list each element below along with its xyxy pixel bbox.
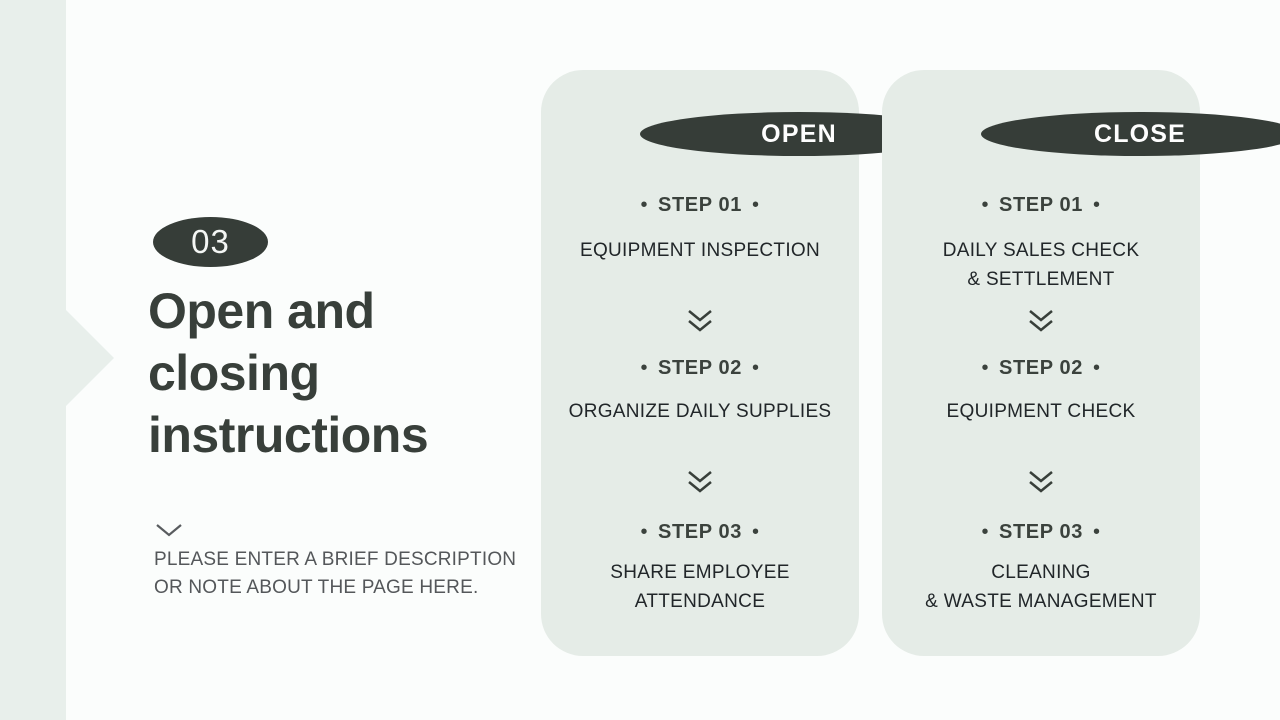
close-step-3-label: • STEP 03 • [882,519,1200,545]
bullet-dot: • [1092,194,1101,216]
step-text-line: CLEANING [991,562,1091,583]
step-text-line: DAILY SALES CHECK [942,240,1140,261]
close-step-2-text: EQUIPMENT CHECK [882,397,1200,426]
double-chevron-down-icon [882,308,1200,334]
bullet-dot: • [640,357,649,379]
step-label-text: STEP 02 [999,357,1083,379]
close-step-1-label: • STEP 01 • [882,192,1200,218]
close-step-2-label: • STEP 02 • [882,355,1200,381]
close-card: CLOSE • STEP 01 • DAILY SALES CHECK & SETT… [882,70,1280,656]
page-title-line: instructions [148,407,429,463]
step-label-text: STEP 01 [999,194,1083,216]
close-step-3-text: CLEANING & WASTE MANAGEMENT [882,558,1200,616]
step-text-line: EQUIPMENT CHECK [946,401,1136,422]
page-title: Open and closing instructions [148,280,429,466]
chevron-down-icon [153,521,185,544]
page-title-line: Open and [148,283,375,339]
close-card-header-label: CLOSE [1093,119,1187,148]
bullet-dot: • [1092,521,1101,543]
bullet-dot: • [751,194,760,216]
step-label-text: STEP 03 [999,521,1083,543]
open-step-2-label: • STEP 02 • [541,355,859,381]
page-title-line: closing [148,345,320,401]
bullet-dot: • [751,357,760,379]
bullet-dot: • [640,521,649,543]
step-text-line: & WASTE MANAGEMENT [925,591,1157,612]
page-description-line: OR NOTE ABOUT THE PAGE HERE. [154,577,479,598]
double-chevron-down-icon [882,469,1200,495]
bullet-dot: • [981,194,990,216]
step-text-line: ORGANIZE DAILY SUPPLIES [568,401,832,422]
close-step-1-text: DAILY SALES CHECK & SETTLEMENT [882,236,1200,294]
step-text-line: SHARE EMPLOYEE [610,562,790,583]
open-step-1-label: • STEP 01 • [541,192,859,218]
section-number: 03 [191,223,230,260]
page-description: PLEASE ENTER A BRIEF DESCRIPTION OR NOTE… [154,546,516,602]
double-chevron-down-icon [541,308,859,334]
open-step-2-text: ORGANIZE DAILY SUPPLIES [541,397,859,426]
bullet-dot: • [1092,357,1101,379]
step-text-line: EQUIPMENT INSPECTION [579,240,820,261]
open-step-3-text: SHARE EMPLOYEE ATTENDANCE [541,558,859,616]
open-step-3-label: • STEP 03 • [541,519,859,545]
step-text-line: & SETTLEMENT [967,269,1115,290]
bullet-dot: • [981,521,990,543]
double-chevron-down-icon [541,469,859,495]
open-card: OPEN • STEP 01 • EQUIPMENT INSPECTION • STE… [541,70,958,656]
page-description-line: PLEASE ENTER A BRIEF DESCRIPTION [154,549,517,570]
accent-arrow [66,310,114,406]
open-card-header-label: OPEN [761,119,837,148]
step-label-text: STEP 02 [658,357,742,379]
close-card-header-pill: CLOSE [981,112,1280,156]
step-label-text: STEP 03 [658,521,742,543]
open-step-1-text: EQUIPMENT INSPECTION [541,236,859,265]
bullet-dot: • [751,521,760,543]
bullet-dot: • [640,194,649,216]
bullet-dot: • [981,357,990,379]
accent-bar [0,0,66,720]
step-label-text: STEP 01 [658,194,742,216]
section-number-badge: 03 [153,217,268,267]
step-text-line: ATTENDANCE [634,591,766,612]
